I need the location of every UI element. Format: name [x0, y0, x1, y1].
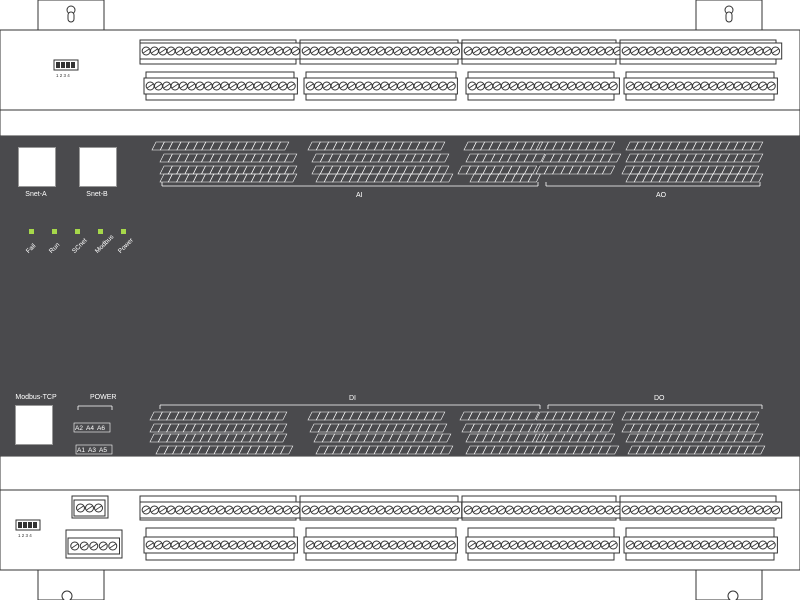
ai-label-strip	[469, 173, 541, 183]
led-fail	[29, 229, 34, 234]
led-modbus	[98, 229, 103, 234]
terminal-row-top-upper[interactable]	[139, 42, 303, 60]
power-top-a4: A4	[86, 425, 94, 432]
di-label-strip	[309, 423, 448, 433]
terminal-row-bottom-upper[interactable]	[619, 501, 783, 519]
ai-label-strip	[159, 153, 298, 163]
ao-label-strip	[625, 173, 764, 183]
led-run	[52, 229, 57, 234]
ai-label-strip	[151, 141, 290, 151]
ai-label-strip	[159, 165, 298, 175]
led-power	[121, 229, 126, 234]
modbus-tcp-label: Modbus-TCP	[15, 394, 57, 401]
ai-label-strip	[307, 141, 446, 151]
terminal-row-bottom-lower[interactable]	[143, 536, 298, 554]
snet-a-label: Snet-A	[25, 191, 47, 198]
terminal-row-top-lower[interactable]	[143, 77, 298, 95]
ao-label-strip	[625, 141, 764, 151]
dip-switch-top[interactable]	[53, 59, 79, 71]
do-label-strip	[621, 423, 760, 433]
terminal-row-top-lower[interactable]	[303, 77, 458, 95]
power-label: POWER	[90, 394, 117, 401]
do-label-strip	[535, 433, 616, 443]
di-label-strip	[149, 433, 288, 443]
keyhole-icon	[724, 5, 734, 23]
dip-switch-bottom[interactable]	[15, 519, 41, 531]
power-terminal-row-lower[interactable]	[67, 537, 120, 555]
power-bottom-a1: A1	[77, 447, 85, 454]
keyhole-icon	[66, 5, 76, 23]
dip-top-numbers: 1 2 3 4	[56, 73, 70, 78]
snet-a-port[interactable]	[18, 147, 56, 187]
ao-label-strip	[535, 165, 616, 175]
di-label-strip	[461, 423, 542, 433]
di-label-strip	[313, 433, 452, 443]
do-label-strip	[627, 445, 766, 455]
power-top-a6: A6	[97, 425, 105, 432]
ai-label-strip	[457, 165, 538, 175]
ai-label-strip	[311, 165, 450, 175]
ao-label-strip	[621, 165, 760, 175]
di-label-strip	[155, 445, 294, 455]
terminal-row-top-lower[interactable]	[623, 77, 778, 95]
do-label-strip	[535, 411, 616, 421]
terminal-row-top-upper[interactable]	[619, 42, 783, 60]
ai-label-strip	[315, 173, 454, 183]
terminal-row-bottom-lower[interactable]	[623, 536, 778, 554]
front-panel	[0, 136, 800, 456]
do-label-strip	[625, 433, 764, 443]
di-label-strip	[459, 411, 540, 421]
ai-label-strip	[311, 153, 450, 163]
terminal-row-top-upper[interactable]	[461, 42, 625, 60]
power-bottom-a5: A5	[99, 447, 107, 454]
power-bottom-a3: A3	[88, 447, 96, 454]
terminal-row-top-lower[interactable]	[465, 77, 620, 95]
terminal-row-bottom-lower[interactable]	[303, 536, 458, 554]
terminal-row-top-upper[interactable]	[299, 42, 463, 60]
snet-b-port[interactable]	[79, 147, 117, 187]
terminal-row-bottom-upper[interactable]	[461, 501, 625, 519]
section-do-label: DO	[654, 395, 665, 402]
do-label-strip	[533, 423, 614, 433]
ao-label-strip	[535, 141, 616, 151]
di-label-strip	[307, 411, 446, 421]
ao-label-strip	[625, 153, 764, 163]
di-label-strip	[149, 411, 288, 421]
di-label-strip	[465, 445, 546, 455]
ai-label-strip	[159, 173, 298, 183]
snet-b-label: Snet-B	[86, 191, 108, 198]
do-label-strip	[539, 445, 620, 455]
power-terminal-labels: A2 A4 A6 A1 A3 A5	[73, 422, 113, 455]
do-label-strip	[621, 411, 760, 421]
section-ao-label: AO	[656, 192, 667, 199]
modbus-tcp-port[interactable]	[15, 405, 53, 445]
di-label-strip	[465, 433, 546, 443]
power-top-a2: A2	[75, 425, 83, 432]
ai-label-strip	[463, 141, 544, 151]
ai-label-strip	[465, 153, 546, 163]
face-drawing: A2 A4 A6 A1 A3 A5	[73, 141, 766, 455]
terminal-row-bottom-upper[interactable]	[299, 501, 463, 519]
power-terminal-row-upper[interactable]	[73, 499, 106, 517]
terminal-row-bottom-lower[interactable]	[465, 536, 620, 554]
section-di-label: DI	[349, 395, 356, 402]
section-ai-label: AI	[356, 192, 363, 199]
terminal-row-bottom-upper[interactable]	[139, 501, 303, 519]
di-label-strip	[149, 423, 288, 433]
led-scnet	[75, 229, 80, 234]
ao-label-strip	[541, 153, 622, 163]
di-label-strip	[315, 445, 454, 455]
dip-bottom-numbers: 1 2 3 4	[18, 533, 32, 538]
